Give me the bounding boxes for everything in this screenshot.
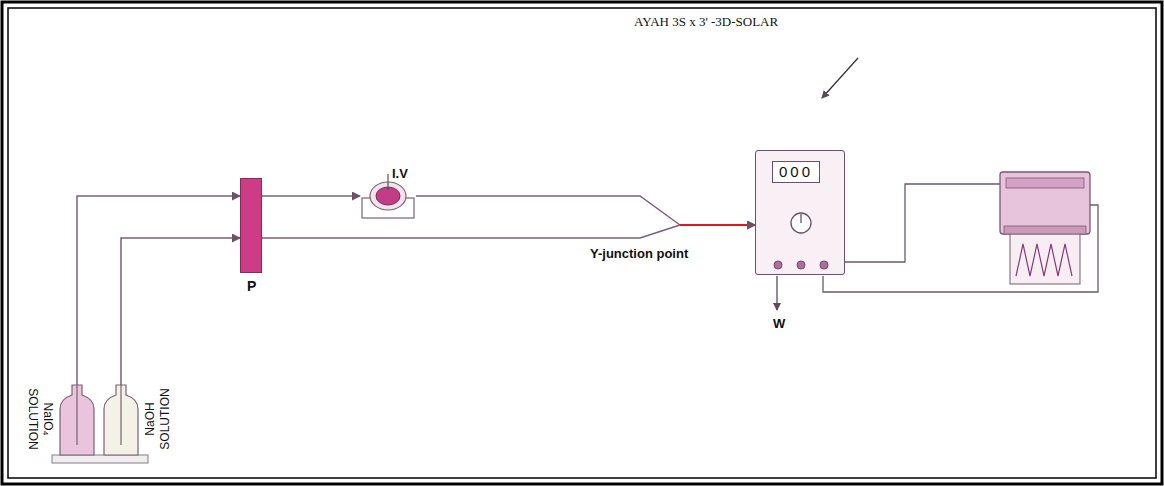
flow-line (262, 196, 360, 197)
pump-label: P (247, 278, 256, 294)
waste-label: W (771, 316, 787, 331)
bottle-label: NaIO₄ SOLUTION (25, 383, 55, 455)
flow-line (262, 225, 755, 238)
injection-valve: I.V (360, 172, 416, 220)
bottle-label: NaOH SOLUTION (143, 383, 173, 455)
instrument-title: AYAH 3S x 3' -3D-SOLAR (632, 14, 780, 30)
bottle-label-text: NaOH SOLUTION (143, 388, 172, 449)
chart-recorder (1000, 172, 1090, 284)
reagent-bottle-shape (60, 385, 94, 455)
reagent-bottle-shape (104, 385, 138, 455)
bottle-tray (52, 455, 148, 463)
detector: 000 (755, 150, 845, 275)
junction-label: Y-junction point (588, 246, 690, 261)
pointer-arrow (822, 58, 858, 98)
peristaltic-pump: P (240, 178, 262, 273)
waste-line (776, 276, 777, 310)
bottle-label-text: NaIO₄ SOLUTION (26, 388, 55, 449)
signal-wire (845, 184, 1000, 262)
reagent-bottle: NaOH SOLUTION (104, 385, 138, 455)
peristaltic-pump-shape (241, 179, 263, 274)
flow-line (121, 238, 240, 385)
display-window: 000 (772, 161, 820, 183)
display-digits: 000 (779, 163, 813, 180)
inner-frame (8, 8, 1156, 478)
flow-line (77, 196, 240, 385)
flow-line (416, 196, 755, 225)
reagent-bottle: NaIO₄ SOLUTION (60, 385, 94, 455)
valve-label: I.V (392, 166, 408, 181)
